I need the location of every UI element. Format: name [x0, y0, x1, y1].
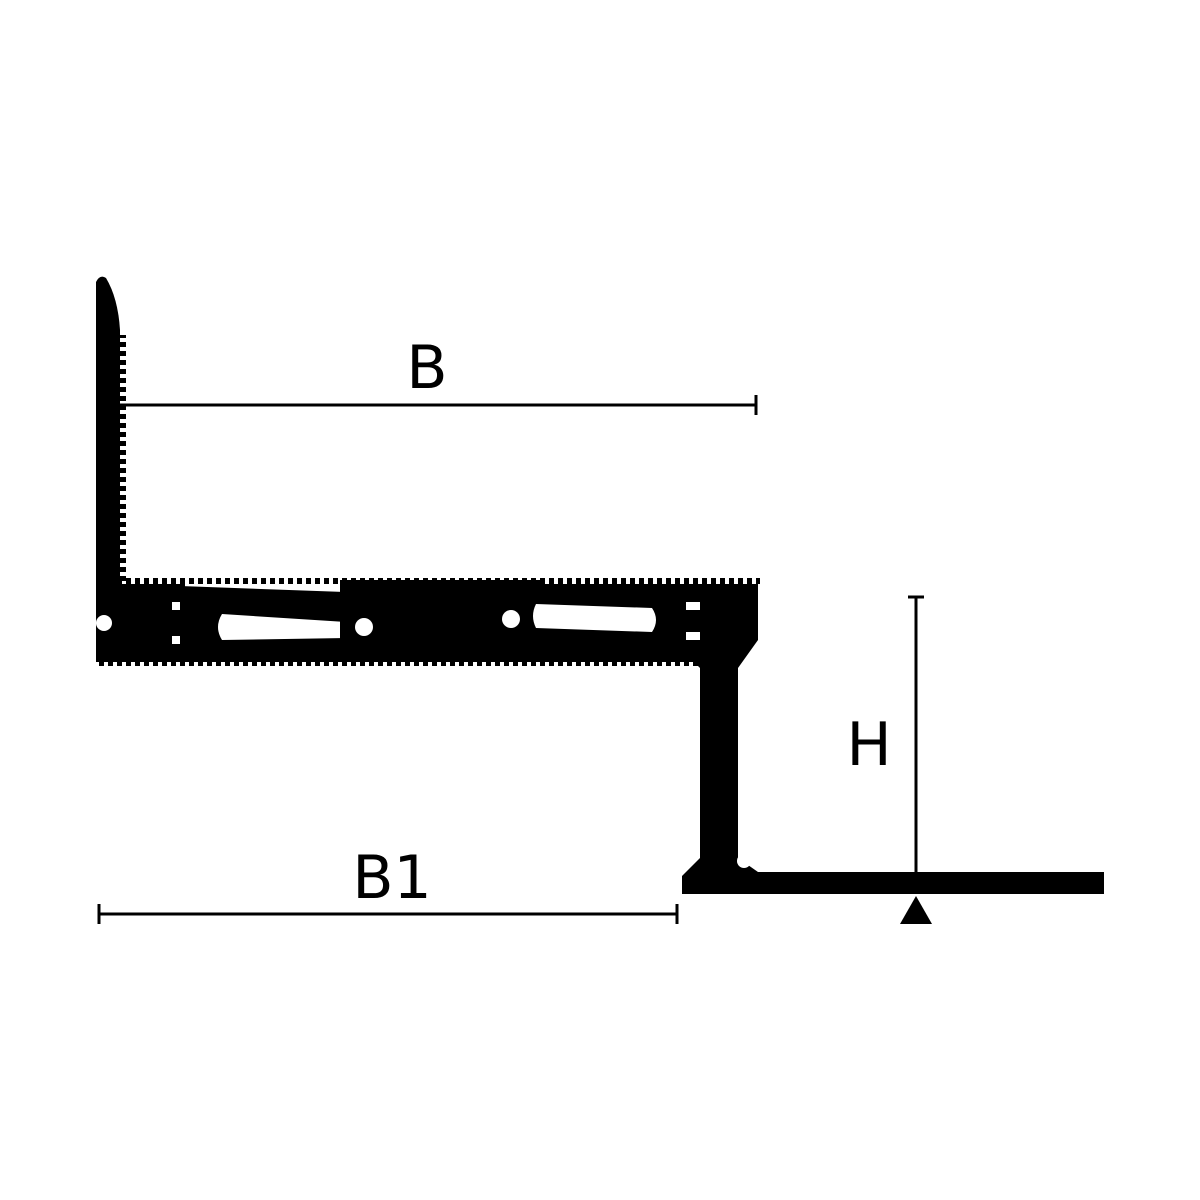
slot-right-lower — [686, 632, 700, 640]
hinge-hole-left — [96, 615, 112, 631]
top-serration — [120, 578, 760, 584]
hinge-hole-base — [737, 854, 751, 868]
hinge-hole-center-right — [502, 610, 520, 628]
dimension-b1 — [97, 904, 679, 924]
center-block — [340, 580, 540, 662]
dimension-b-label: B — [406, 333, 447, 403]
dimension-h-label: H — [846, 710, 891, 780]
base-plate — [682, 858, 1104, 894]
left-vertical-leg — [96, 276, 120, 588]
left-leg-serration — [120, 335, 126, 585]
aluminium-profile — [96, 276, 1104, 894]
left-foot-block — [96, 584, 185, 662]
slot-right-upper — [686, 602, 700, 610]
vertical-stem — [700, 664, 738, 860]
right-plate-window — [533, 604, 656, 632]
left-plate-window — [218, 614, 348, 640]
triangle-up-marker-icon — [900, 896, 932, 924]
bottom-serration — [96, 660, 706, 666]
hinge-hole-center-left — [355, 618, 373, 636]
dimension-h — [908, 595, 924, 876]
dimension-b1-label: B1 — [352, 843, 431, 913]
dimension-b — [116, 395, 758, 415]
right-head-block — [694, 584, 758, 668]
